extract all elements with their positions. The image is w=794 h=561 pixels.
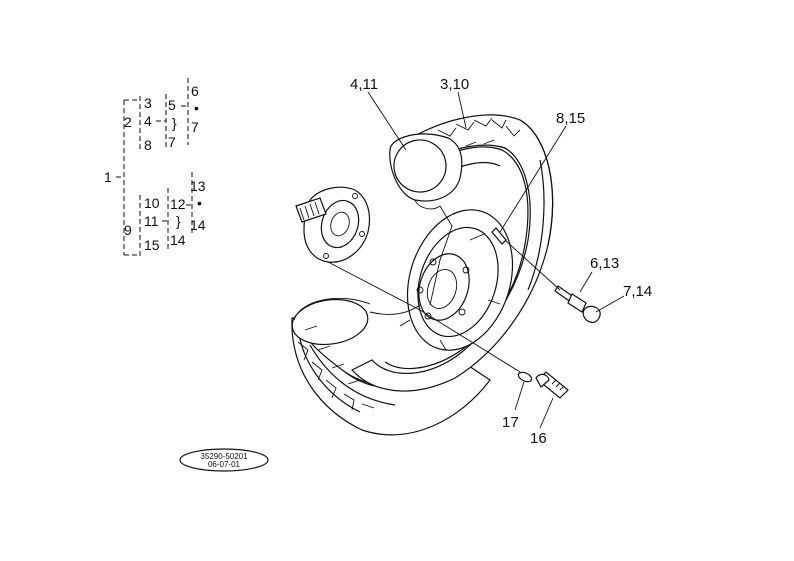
tree-b-item: 15 (144, 237, 160, 253)
tire (351, 114, 554, 392)
stamp-date: 06-07-01 (208, 460, 241, 469)
lower-tire-half (291, 297, 491, 436)
inner-tube (389, 133, 463, 210)
callout-bolt: 16 (530, 430, 547, 447)
rim-hub (418, 253, 470, 321)
tree-b-col3: • (197, 195, 202, 211)
leader-rim (499, 125, 567, 233)
drawing-number-stamp: 35290-50201 06-07-01 (179, 448, 269, 472)
tree-root: 1 (104, 169, 112, 185)
tree-a-col3: • (194, 100, 199, 116)
valve-hole (491, 227, 507, 245)
tree-b-head: 9 (124, 222, 132, 238)
tree-b-col3: 13 (190, 178, 206, 194)
tree-a-item: 4 (144, 113, 152, 129)
axis-tube-valve (429, 205, 453, 306)
tree-b-sub: 14 (170, 232, 186, 248)
callout-tire: 3,10 (440, 76, 469, 93)
callout-valve: 6,13 (590, 255, 619, 272)
leader-washer (514, 381, 525, 411)
valve-stem (554, 285, 587, 313)
leader-valve (579, 271, 593, 293)
tree-a-sub: 7 (168, 134, 176, 150)
tree-a-sub: 5 (168, 97, 176, 113)
tree-b-col3: 14 (190, 217, 206, 233)
rim-bolt-hole (424, 312, 432, 320)
hub-hole (352, 193, 358, 199)
valve-cap (582, 305, 601, 323)
tree-a-col3: 7 (191, 119, 199, 135)
leader-bolt (539, 397, 554, 429)
hub-hole (359, 231, 365, 237)
wheel-bolt (535, 371, 569, 399)
stamp-part-number: 35290-50201 (200, 452, 248, 461)
stamp-oval (179, 448, 269, 472)
tree-b-brace: } (176, 213, 181, 229)
callout-tube: 4,11 (350, 76, 378, 93)
rim-bolt-hole (458, 308, 466, 316)
leader-tube (367, 91, 407, 151)
tree-b-item: 10 (144, 195, 160, 211)
parts-tree: 1 2 3 4 8 5 } 7 6 • 7 9 10 11 15 12 } 14… (104, 78, 206, 256)
rim-bolt-hole (462, 266, 470, 274)
axis-valve (504, 239, 561, 291)
leader-tire (457, 91, 467, 129)
callout-labels: 4,11 3,10 8,15 6,13 7,14 17 16 (350, 76, 652, 447)
leader-lines (327, 91, 625, 429)
tree-a-item: 8 (144, 137, 152, 153)
callout-washer: 17 (502, 414, 519, 431)
axis-lower-tube (369, 304, 421, 315)
rim-bolt-hole (416, 286, 424, 294)
hub-shaft (295, 197, 327, 223)
rim-bolt-hole (429, 258, 437, 266)
lower-tube-section (291, 298, 369, 346)
tree-b-item: 11 (144, 213, 159, 229)
axis-bolt (327, 261, 521, 373)
tree-b-sub: 12 (170, 196, 186, 212)
tree-a-brace: } (172, 115, 177, 131)
hub-hole (323, 253, 329, 259)
tree-a-item: 3 (144, 95, 152, 111)
wheel-rim (399, 209, 514, 351)
tree-a-col3: 6 (191, 83, 199, 99)
callout-rim: 8,15 (556, 110, 585, 127)
tree-a-head: 2 (124, 114, 132, 130)
callout-cap: 7,14 (623, 283, 652, 300)
leader-cap (595, 295, 625, 313)
washer (517, 371, 533, 383)
hub-flange (295, 186, 371, 263)
